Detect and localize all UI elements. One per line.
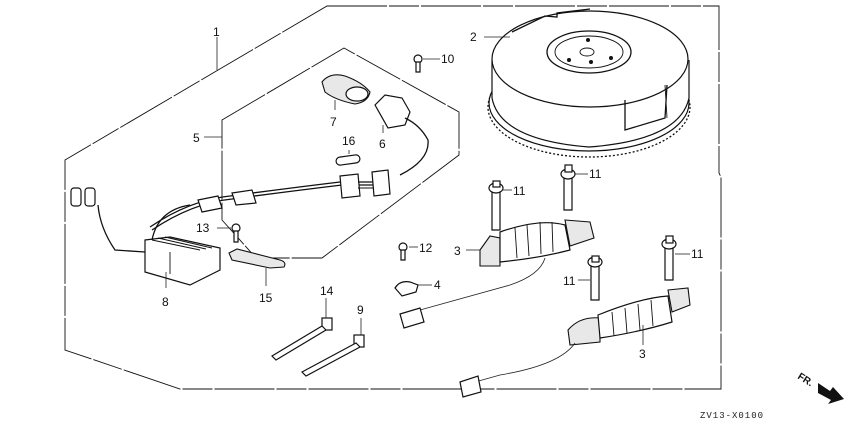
- bolt-11-a[interactable]: [488, 180, 504, 231]
- callout-6: 6: [379, 137, 386, 151]
- callout-7: 7: [330, 115, 337, 129]
- leader-lines: [165, 36, 690, 345]
- callout-1: 1: [213, 25, 220, 39]
- cable-tie-14[interactable]: [271, 317, 333, 361]
- bolt-12[interactable]: [398, 242, 408, 261]
- callout-4: 4: [434, 278, 441, 292]
- flywheel[interactable]: [487, 8, 691, 158]
- front-label: FR.: [795, 371, 815, 389]
- coil-clamp[interactable]: [394, 281, 419, 297]
- bolt-11-c[interactable]: [587, 255, 603, 301]
- bolt-13[interactable]: [231, 223, 241, 243]
- fuse-holder[interactable]: [374, 94, 429, 176]
- callout-11-c: 11: [563, 274, 576, 288]
- bolt-10[interactable]: [413, 54, 423, 73]
- cable-tie-9[interactable]: [301, 334, 365, 377]
- front-direction-indicator: FR.: [795, 371, 844, 404]
- callout-15: 15: [259, 291, 273, 305]
- callout-14: 14: [320, 284, 334, 298]
- callout-16: 16: [342, 134, 356, 148]
- callout-11-a: 11: [513, 184, 526, 198]
- callout-3-lower: 3: [639, 347, 646, 361]
- callout-13: 13: [196, 221, 210, 235]
- regulator-rectifier[interactable]: [70, 187, 221, 286]
- callout-5: 5: [193, 131, 200, 145]
- arrow-icon: [818, 383, 844, 404]
- callout-12: 12: [419, 241, 433, 255]
- callout-8: 8: [162, 295, 169, 309]
- group-boundary-outer: [64, 5, 722, 390]
- charge-coil-upper[interactable]: [399, 219, 595, 329]
- callout-10: 10: [441, 52, 455, 66]
- bolt-11-b[interactable]: [560, 164, 576, 211]
- connector-cap[interactable]: [321, 74, 371, 105]
- fuse[interactable]: [335, 154, 361, 166]
- callout-11-d: 11: [691, 247, 704, 261]
- group-boundary-harness: [221, 47, 460, 259]
- ground-strap[interactable]: [228, 248, 286, 269]
- charge-coil-lower[interactable]: [459, 287, 691, 398]
- callout-11-b: 11: [589, 167, 602, 181]
- callout-9: 9: [357, 303, 364, 317]
- callout-2: 2: [470, 30, 477, 44]
- drawing-code: ZV13-X0100: [700, 411, 764, 421]
- callout-3-upper: 3: [454, 244, 461, 258]
- bolt-11-d[interactable]: [661, 235, 677, 281]
- wire-harness[interactable]: [149, 169, 391, 231]
